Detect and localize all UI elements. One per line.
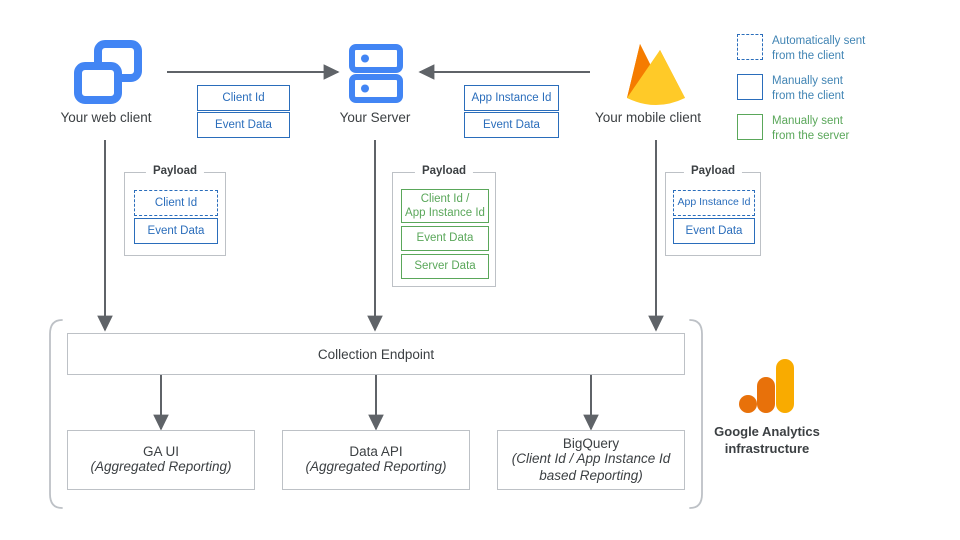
data-api-title: Data API (349, 444, 403, 460)
ga-infrastructure-caption: Google Analytics infrastructure (690, 424, 844, 458)
ga-ui-subtitle: (Aggregated Reporting) (90, 459, 232, 475)
ga-ui-title: GA UI (142, 444, 179, 460)
payload-item-app-instance-id: App Instance Id (673, 190, 755, 216)
legend-auto-client-line1: Automatically sent (772, 35, 866, 47)
payload-item-server-data: Server Data (401, 254, 489, 279)
legend-swatch-solid-green-icon (737, 114, 763, 140)
bigquery-title: BigQuery (562, 435, 620, 451)
infrastructure-bracket-right (689, 319, 703, 509)
legend-swatch-solid-blue-icon (737, 74, 763, 100)
payload-web-client: Payload Client Id Event Data (124, 165, 226, 256)
legend-manual-client-line1: Manually sent (772, 75, 843, 87)
legend-auto-client-line2: from the client (772, 50, 845, 63)
mobile-client-label: Your mobile client (594, 110, 702, 125)
transit-chip-app-instance-id: App Instance Id (464, 85, 559, 111)
payload-item-event-data: Event Data (134, 218, 218, 244)
ga-infrastructure-line2: infrastructure (724, 440, 810, 456)
collection-endpoint-box: Collection Endpoint (67, 333, 685, 375)
transit-chip-client-id: Client Id (197, 85, 290, 111)
payload-server: Payload Client Id / App Instance Id Even… (392, 165, 496, 287)
payload-item-event-data-server: Event Data (401, 226, 489, 251)
legend-label-manual-client: Manually sent from the client (772, 74, 844, 104)
server-label: Your Server (339, 110, 411, 125)
output-box-data-api: Data API (Aggregated Reporting) (282, 430, 470, 490)
payload-item-client-or-app-instance-id: Client Id / App Instance Id (401, 189, 489, 223)
bigquery-subtitle: (Client Id / App Instance Id based Repor… (511, 450, 671, 483)
output-box-bigquery: BigQuery (Client Id / App Instance Id ba… (497, 430, 685, 490)
firebase-flame-icon (627, 44, 685, 105)
collection-endpoint-label: Collection Endpoint (317, 346, 435, 362)
legend-label-auto-client: Automatically sent from the client (772, 34, 865, 64)
output-box-ga-ui: GA UI (Aggregated Reporting) (67, 430, 255, 490)
transit-chip-event-data: Event Data (197, 112, 290, 138)
browser-windows-icon (74, 40, 142, 104)
legend-manual-server-line1: Manually sent (772, 115, 843, 127)
legend-manual-client-line2: from the client (772, 90, 845, 103)
payload-server-title: Payload (414, 165, 474, 177)
transit-chip-event-data-mobile: Event Data (464, 112, 559, 138)
web-client-label: Your web client (60, 110, 152, 125)
payload-mobile-client-title: Payload (683, 165, 743, 177)
legend-manual-server-line2: from the server (772, 130, 850, 143)
google-analytics-bars-icon (739, 359, 794, 413)
server-stack-icon (349, 44, 403, 103)
payload-web-client-title: Payload (145, 165, 205, 177)
ga-infrastructure-line1: Google Analytics (714, 424, 820, 439)
legend-item-manual-client: Manually sent from the client (737, 74, 844, 104)
payload-item-event-data-mobile: Event Data (673, 218, 755, 244)
legend-item-auto-client: Automatically sent from the client (737, 34, 865, 64)
data-api-subtitle: (Aggregated Reporting) (305, 459, 447, 475)
payload-mobile-client: Payload App Instance Id Event Data (665, 165, 761, 256)
legend-swatch-dashed-blue-icon (737, 34, 763, 60)
infrastructure-bracket (49, 319, 63, 509)
payload-item-client-id: Client Id (134, 190, 218, 216)
legend-label-manual-server: Manually sent from the server (772, 114, 849, 144)
legend-item-manual-server: Manually sent from the server (737, 114, 849, 144)
